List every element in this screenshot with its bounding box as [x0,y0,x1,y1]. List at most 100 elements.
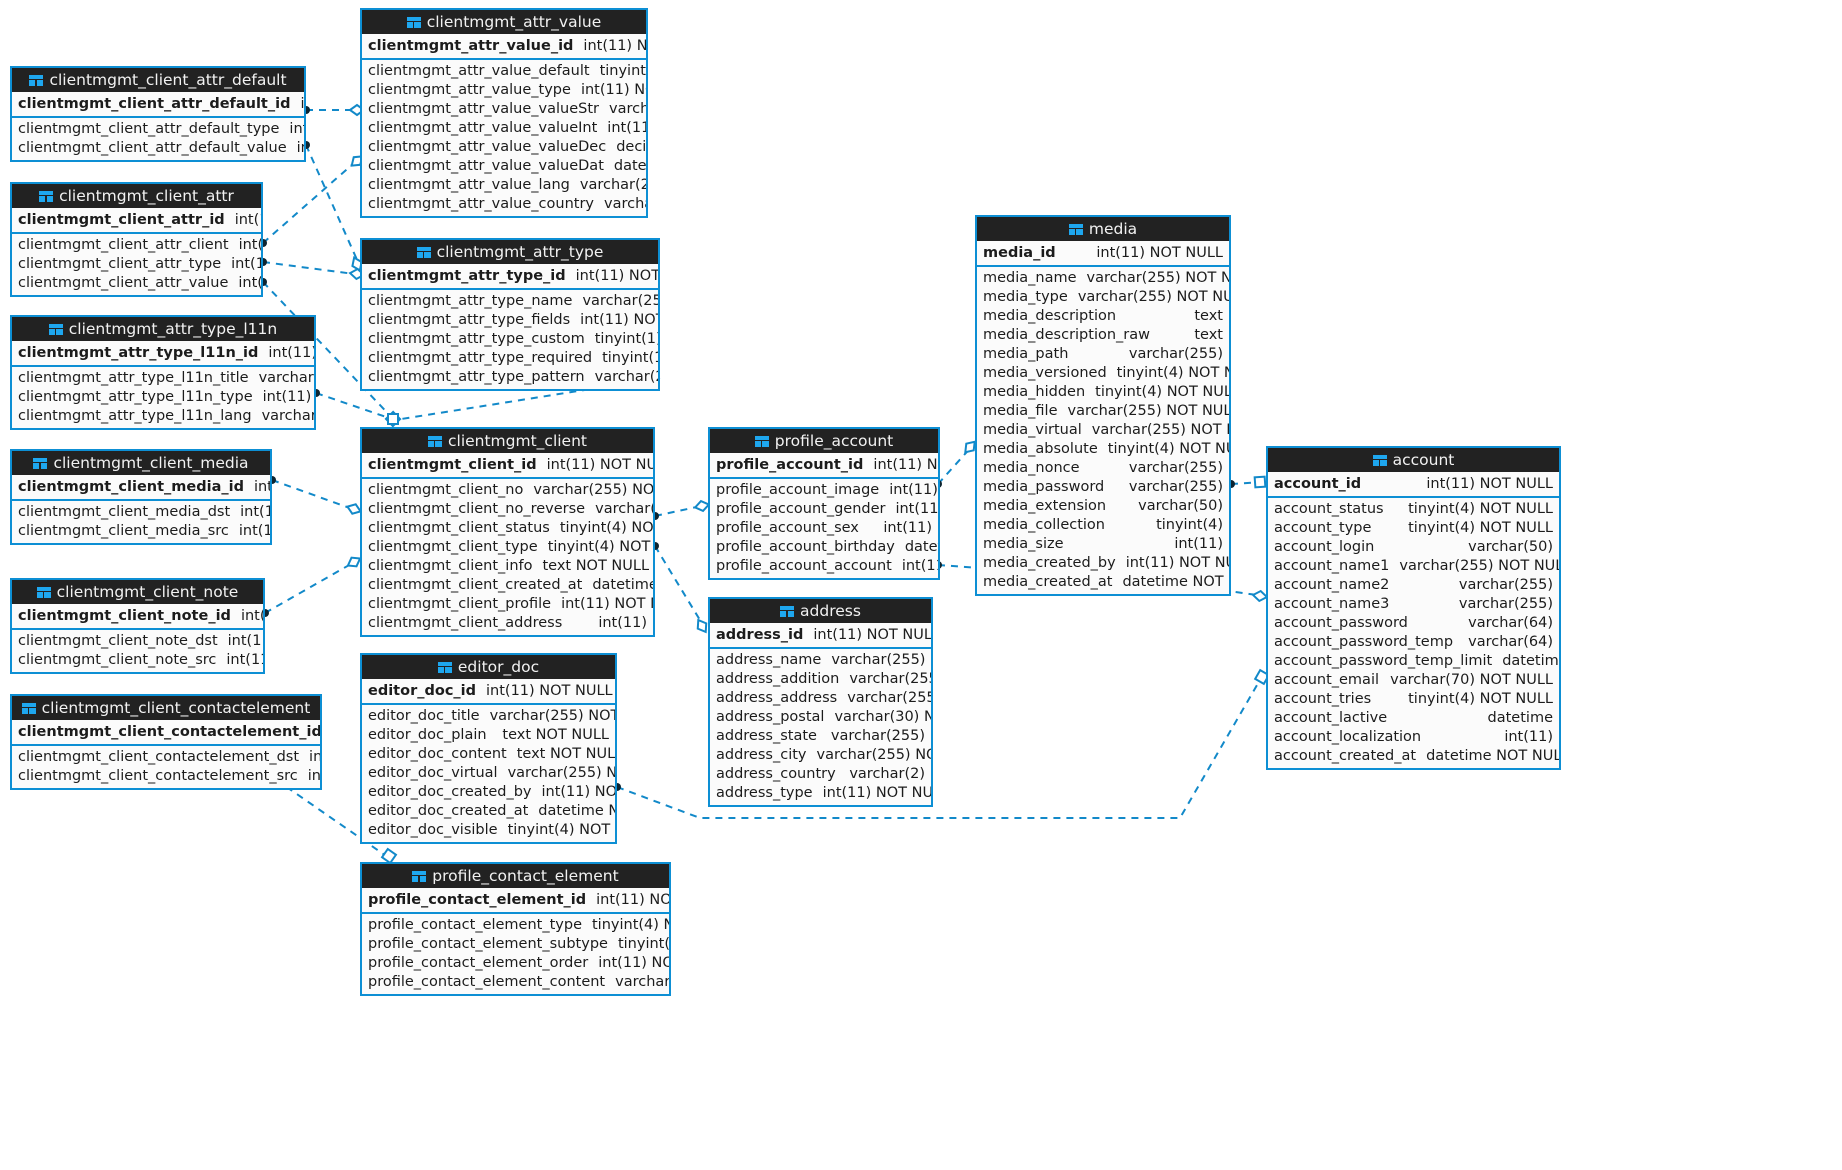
entity-header-address[interactable]: address [710,599,931,623]
field-row[interactable]: clientmgmt_client_attr_default_idint(11)… [12,92,304,116]
entity-header-clientmgmt_client_attr_default[interactable]: clientmgmt_client_attr_default [12,68,304,92]
field-row[interactable]: clientmgmt_client_contactelement_dstint(… [12,748,320,767]
entity-header-clientmgmt_attr_type_l11n[interactable]: clientmgmt_attr_type_l11n [12,317,314,341]
entity-header-clientmgmt_client_note[interactable]: clientmgmt_client_note [12,580,263,604]
entity-header-clientmgmt_client_attr[interactable]: clientmgmt_client_attr [12,184,261,208]
entity-header-editor_doc[interactable]: editor_doc [362,655,615,679]
primary-key-row[interactable]: clientmgmt_client_contactelement_idint(1… [12,720,320,746]
entity-header-clientmgmt_attr_value[interactable]: clientmgmt_attr_value [362,10,646,34]
field-row[interactable]: clientmgmt_attr_value_defaulttinyint(1) … [362,62,646,81]
field-row[interactable]: clientmgmt_attr_type_l11n_langvarchar(2)… [12,407,314,426]
field-row[interactable]: clientmgmt_attr_type_patternvarchar(255)… [362,368,658,387]
field-row[interactable]: profile_contact_element_subtypetinyint(4… [362,935,669,954]
field-row[interactable]: profile_account_birthdaydatetime [710,538,938,557]
field-row[interactable]: clientmgmt_client_attr_default_typeint(1… [12,120,304,139]
entity-header-profile_account[interactable]: profile_account [710,429,938,453]
entity-header-account[interactable]: account [1268,448,1559,472]
entity-header-media[interactable]: media [977,217,1229,241]
entity-header-profile_contact_element[interactable]: profile_contact_element [362,864,669,888]
field-row[interactable]: profile_contact_element_contentvarchar(2… [362,973,669,992]
primary-key-row[interactable]: clientmgmt_client_attr_default_idint(11)… [12,92,304,118]
entity-header-clientmgmt_client_contactelement[interactable]: clientmgmt_client_contactelement [12,696,320,720]
entity-header-clientmgmt_client[interactable]: clientmgmt_client [362,429,653,453]
field-row[interactable]: clientmgmt_client_no_reversevarchar(255)… [362,500,653,519]
